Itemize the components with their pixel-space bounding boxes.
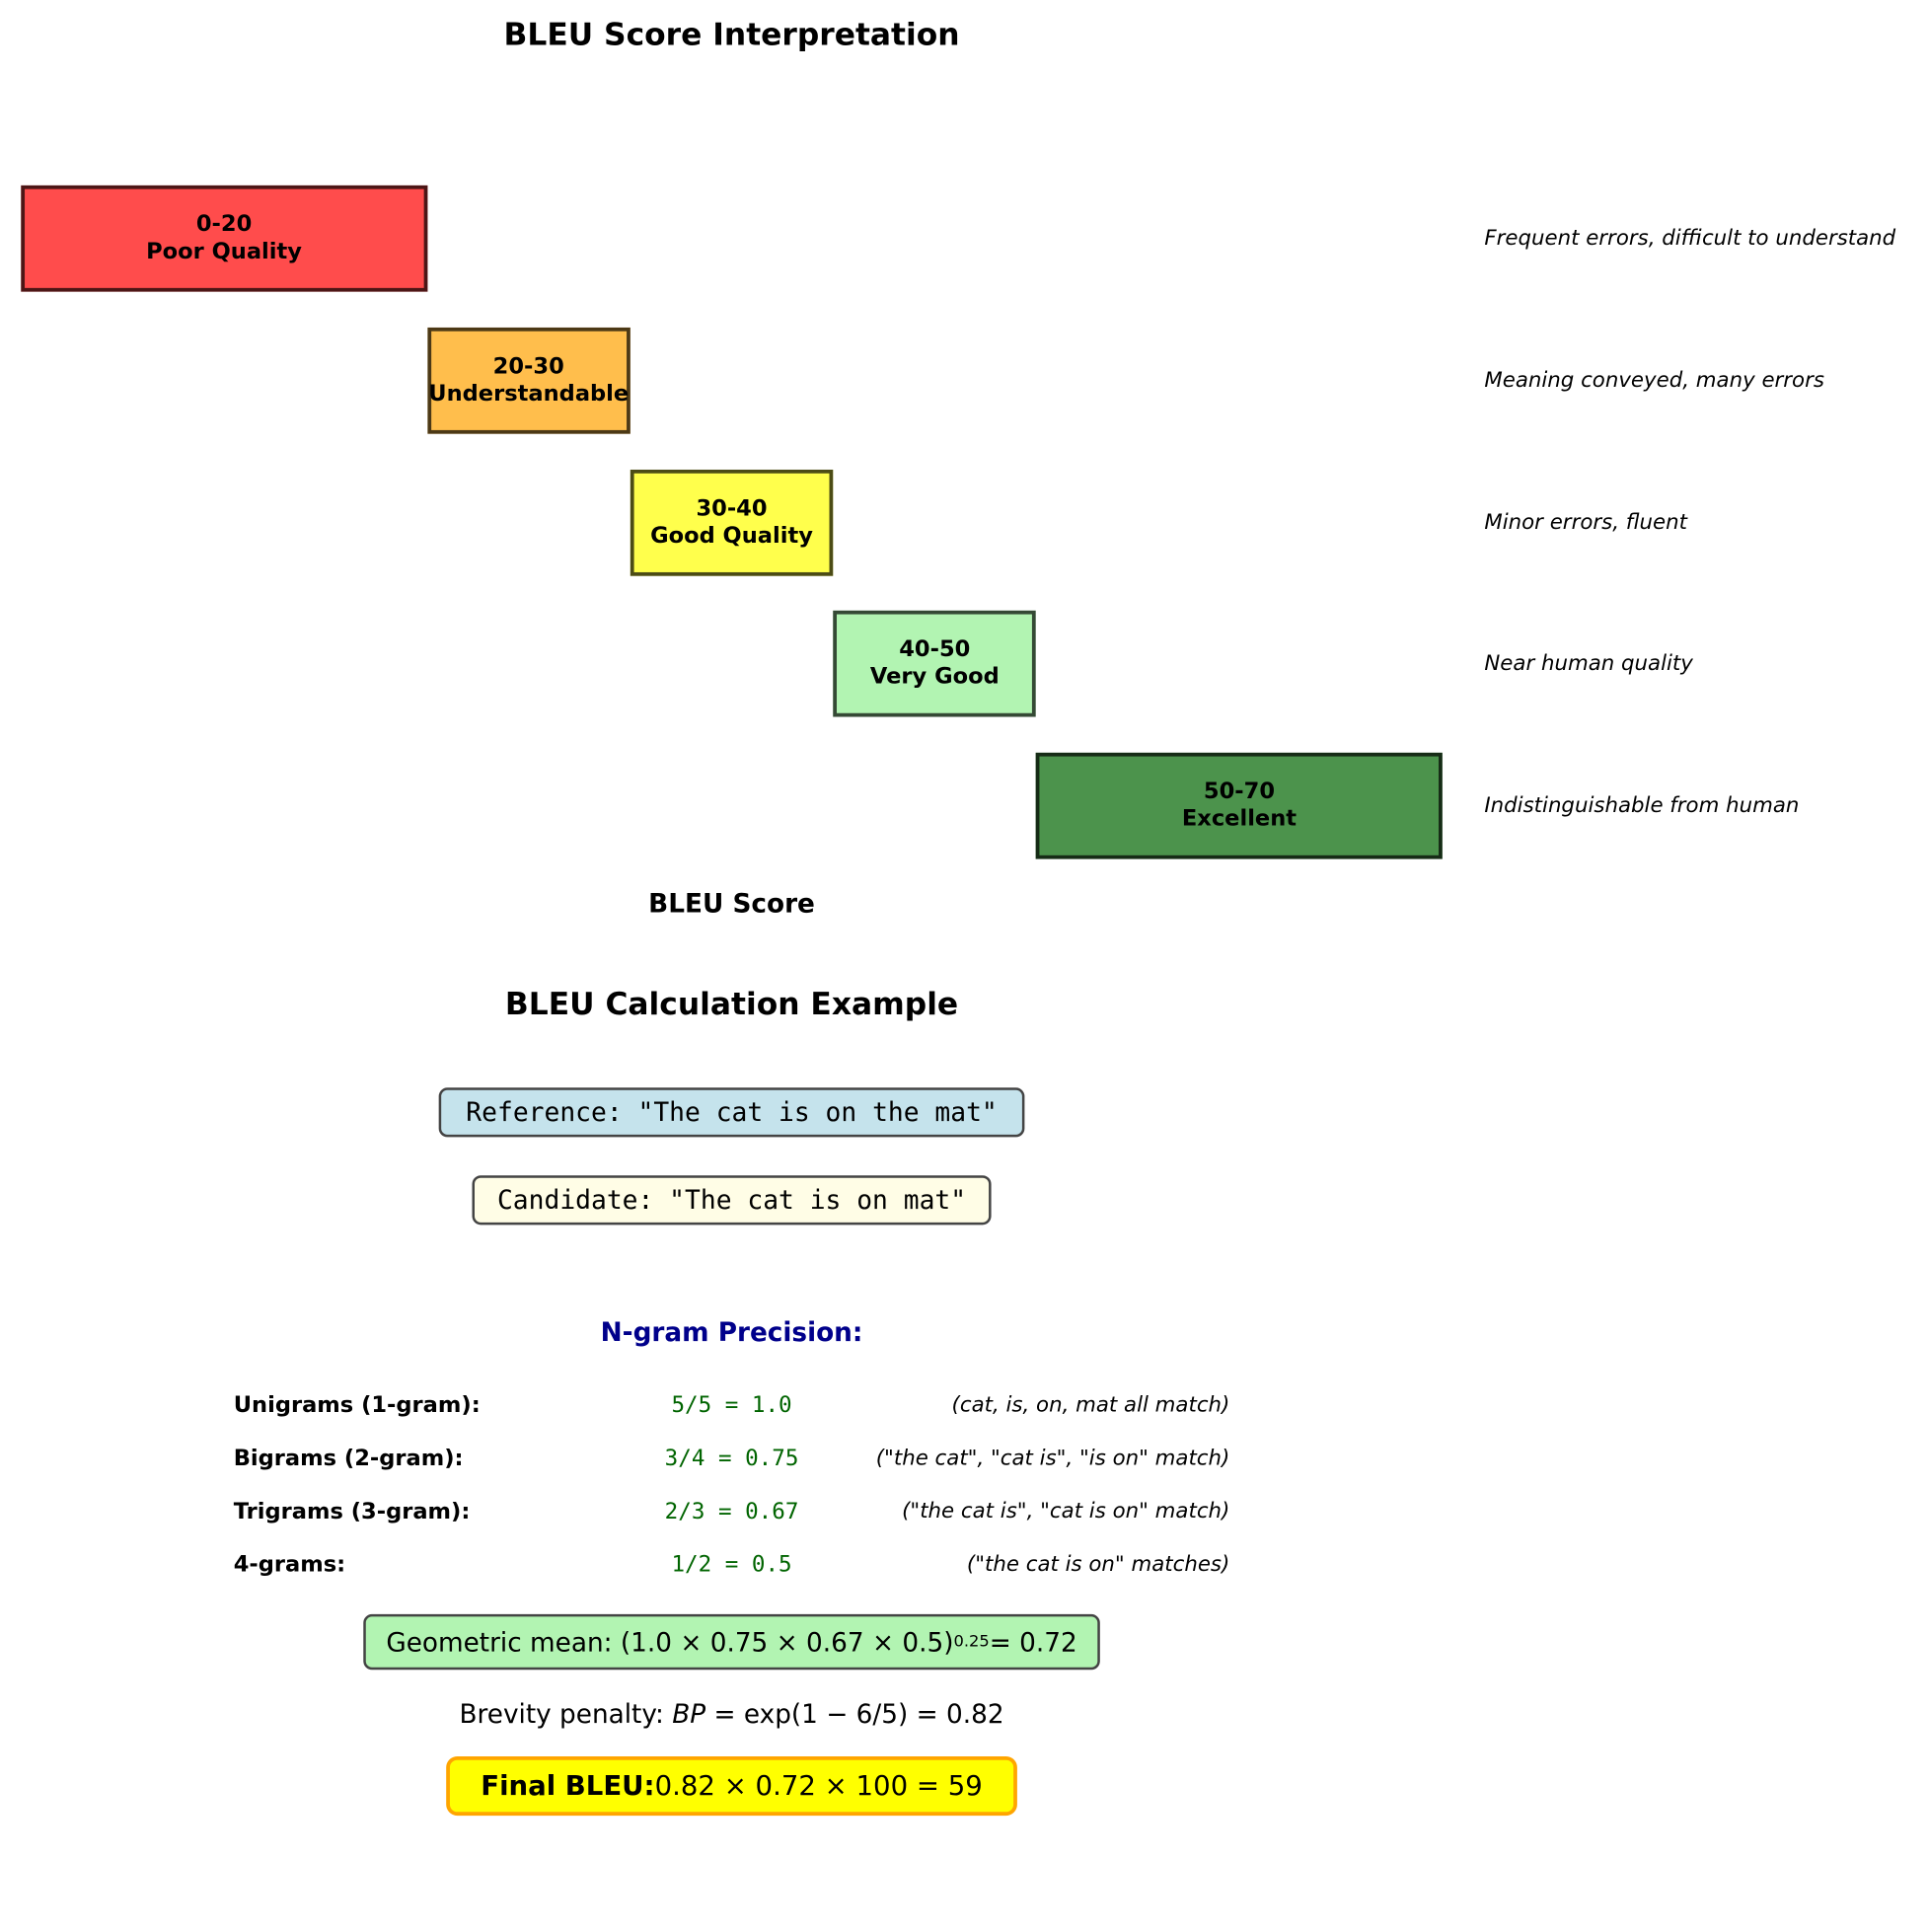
- precision-note: (cat, is, on, mat all match): [951, 1392, 1230, 1418]
- band-description: Indistinguishable from human: [1484, 793, 1800, 819]
- final-bleu-box: Final BLEU: 0.82 × 0.72 × 100 = 59: [446, 1755, 1017, 1817]
- precision-note: ("the cat is", "cat is on" match): [902, 1499, 1230, 1524]
- precision-value: 5/5 = 1.0: [671, 1392, 792, 1419]
- precision-label: 4-grams:: [233, 1551, 346, 1578]
- band-range: 40-50: [899, 636, 971, 663]
- band-description: Near human quality: [1484, 651, 1693, 677]
- band-label: Understandable: [428, 380, 630, 407]
- geo-suffix: = 0.72: [989, 1627, 1077, 1658]
- brevity-penalty: Brevity penalty: BP = exp(1 − 6/5) = 0.8…: [459, 1699, 1003, 1729]
- brevity-bp: BP: [672, 1699, 706, 1730]
- precision-heading: N-gram Precision:: [600, 1317, 863, 1348]
- precision-note: ("the cat", "cat is", "is on" match): [875, 1446, 1230, 1471]
- precision-value: 2/3 = 0.67: [664, 1498, 799, 1525]
- band-description: Minor errors, fluent: [1484, 509, 1687, 535]
- precision-label: Trigrams (3-gram):: [233, 1498, 471, 1525]
- example-title: BLEU Calculation Example: [504, 985, 959, 1022]
- band-range: 50-70: [1203, 779, 1276, 805]
- band-range: 0-20: [195, 211, 253, 238]
- candidate-box: Candidate: "The cat is on mat": [472, 1175, 992, 1226]
- band-label: Good Quality: [650, 522, 813, 549]
- precision-value: 1/2 = 0.5: [671, 1551, 792, 1578]
- band-label: Very Good: [869, 664, 1000, 691]
- precision-label: Unigrams (1-gram):: [233, 1392, 481, 1419]
- band-label: Excellent: [1181, 805, 1298, 833]
- band-range: 20-30: [492, 352, 564, 380]
- x-axis-label: BLEU Score: [648, 888, 815, 919]
- geo-exponent: 0.25: [953, 1632, 990, 1652]
- band-label: Poor Quality: [146, 238, 302, 265]
- band-description: Frequent errors, difficult to understand: [1484, 226, 1896, 252]
- brevity-prefix: Brevity penalty:: [459, 1699, 673, 1730]
- geo-prefix: Geometric mean: (1.0 × 0.75 × 0.67 × 0.5…: [386, 1627, 954, 1658]
- precision-value: 3/4 = 0.75: [664, 1445, 799, 1472]
- chart-title: BLEU Score Interpretation: [503, 16, 960, 53]
- brevity-suffix: = exp(1 − 6/5) = 0.82: [705, 1699, 1004, 1730]
- final-formula: 0.82 × 0.72 × 100 = 59: [654, 1770, 983, 1802]
- band-range: 30-40: [696, 494, 768, 522]
- band-description: Meaning conveyed, many errors: [1484, 368, 1824, 394]
- precision-note: ("the cat is on" matches): [966, 1552, 1230, 1578]
- precision-label: Bigrams (2-gram):: [233, 1445, 464, 1472]
- reference-box: Reference: "The cat is on the mat": [438, 1087, 1025, 1138]
- geometric-mean-box: Geometric mean: (1.0 × 0.75 × 0.67 × 0.5…: [363, 1613, 1100, 1671]
- final-label: Final BLEU:: [481, 1770, 655, 1802]
